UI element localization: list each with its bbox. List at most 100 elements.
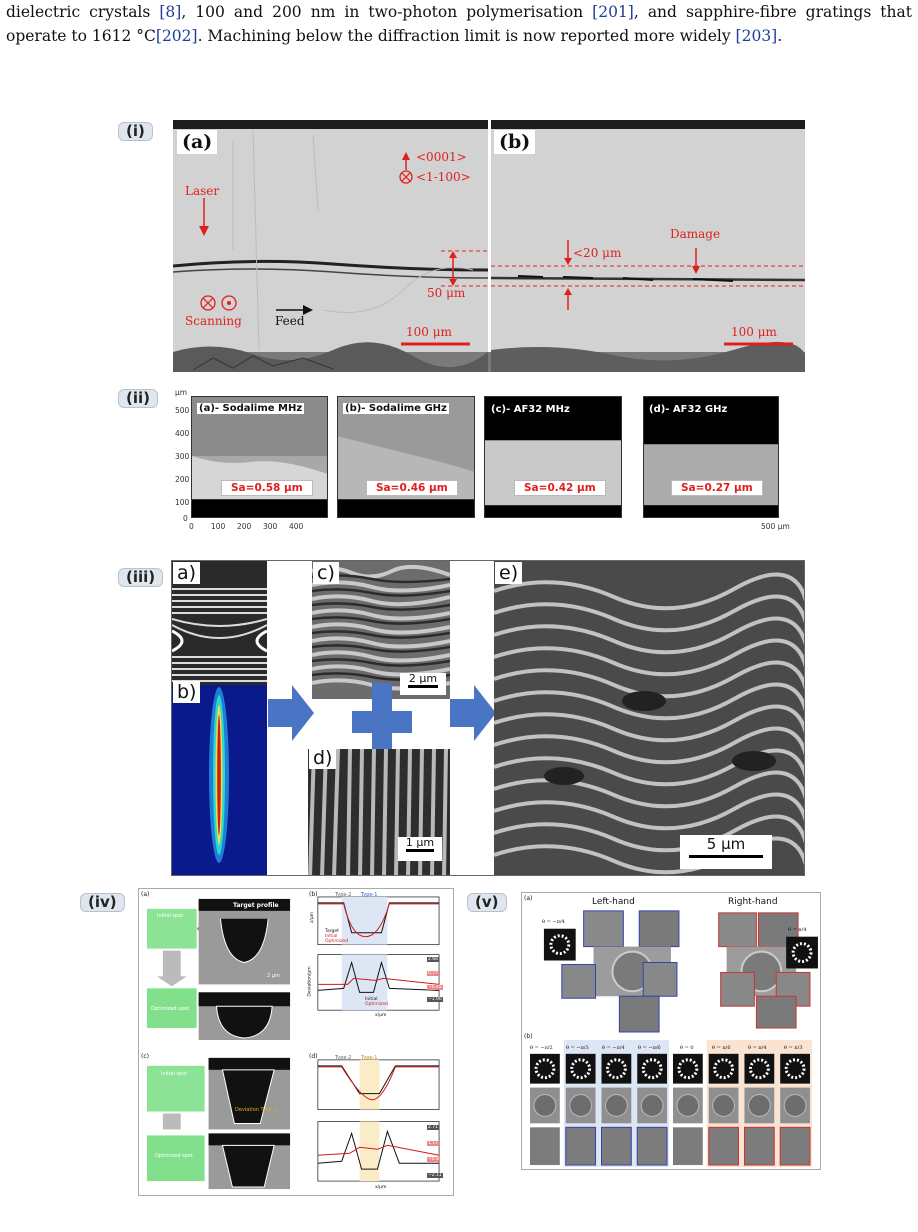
y-tick: 0 [183,514,188,523]
paragraph-text: dielectric crystals [6,3,160,21]
legend-mid: Initial Optimized [365,997,388,1007]
panel-tag-ii: (ii) [118,389,158,408]
scale-bar-label-c: 2 μm [408,672,438,685]
y-tick: 200 [175,475,190,484]
afm-title-c: (c)- AF32 MHz [491,404,570,415]
value-tag: 2.66 [427,957,440,962]
panel-tag-iv: (iv) [80,893,125,912]
scale-bar-label-b: 100 μm [731,325,777,339]
gap-label: <20 μm [573,246,622,260]
y-tick: 500 [175,406,190,415]
theta-label: θ = −π/6 [638,1045,661,1051]
target-profile-label: Target profile [233,902,279,909]
subfigure-label-a: (a) [524,895,533,902]
sem-structure-image-e [494,561,804,875]
afm-image-af32-ghz [643,396,779,518]
legend-top: Target Initial Optimized [325,929,348,944]
subfigure-label-a: a) [173,562,201,584]
sa-value-c: Sa=0.42 μm [514,480,606,496]
value-tag: 2.71 [427,1125,440,1130]
paragraph-text: , 100 and 200 nm in two-photon polymeris… [181,3,593,21]
optimized-spot-label: Optimized spot [151,1006,189,1012]
y-tick: 100 [175,498,190,507]
sa-value-d: Sa=0.27 μm [671,480,763,496]
panel-tag-i: (i) [118,122,153,141]
arrow-right-icon [450,685,496,741]
theta-label: θ = −π/4 [602,1045,625,1051]
theta-label: θ = π/4 [788,927,807,933]
figure-iii: a) b) c) d) e) 2 μm 1 μm 5 μm [171,560,805,876]
value-tag: 1.17 [427,1141,440,1146]
citation-link[interactable]: [203] [735,27,778,45]
value-tag: −0.8 [427,1157,440,1162]
afm-image-af32-mhz [484,396,622,518]
scanning-label: Scanning [185,314,242,328]
type2-label: Type-2 [335,892,352,898]
right-hand-label: Right-hand [728,897,778,907]
type1-label: Type-1 [361,892,378,898]
x-tick: 200 [237,522,252,531]
x-tick: 100 [211,522,226,531]
legend-item: Optimized [365,1002,389,1007]
citation-link[interactable]: [202] [155,27,198,45]
initial-spot-label: Initial spot [157,913,184,919]
y-axis-label: z/μm [310,911,316,924]
afm-title-a: (a)- Sodalime MHz [197,403,305,414]
legend-item: Target [325,929,339,934]
subfigure-label-b: (b) [494,130,536,154]
axis-unit-label: μm [175,388,188,397]
focal-spot-image [172,685,267,875]
subfigure-label-b: b) [173,681,201,703]
theta-label: θ = −π/3 [566,1045,589,1051]
citation-link[interactable]: [201] [592,3,634,21]
scale-bar-label-a: 100 μm [406,325,452,339]
x-tick: 300 [263,522,278,531]
subfigure-label-d: d) [309,747,337,769]
feed-label: Feed [275,314,305,328]
subfigure-label-a: (a) [141,891,150,898]
sem-crosssection-image [173,120,805,372]
paragraph-text: . [777,27,783,45]
scale-bar-c: 2 μm [400,673,446,695]
theta-label: θ = 0 [680,1045,694,1051]
body-paragraph: dielectric crystals [8], 100 and 200 nm … [6,0,912,48]
scale-bar-e: 5 μm [680,835,772,869]
deviation-type-label: Deviation Type-1 [235,1107,277,1113]
legend-item: Optimized [325,939,349,944]
theta-label: θ = π/3 [784,1045,803,1051]
afm-title-b: (b)- Sodalime GHz [343,403,449,414]
x-tick: 400 [289,522,304,531]
afm-title-d: (d)- AF32 GHz [649,404,728,415]
theta-label: θ = −π/2 [530,1045,553,1051]
arrow-right-icon [268,685,314,741]
scale-bar-d: 1 μm [398,837,442,861]
scale-bar-label-e: 5 μm [706,835,746,853]
subfigure-label-b: (b) [524,1033,533,1040]
paragraph-text: . Machining below the diffraction limit … [197,27,736,45]
theta-label: θ = π/6 [712,1045,731,1051]
x-axis-label: x/μm [375,1185,387,1190]
theta-label: θ = −π/4 [542,919,565,925]
orientation-label-0001: <0001> [416,150,467,164]
panel-tag-v: (v) [467,893,507,912]
scale-bar-label-d: 1 μm [405,836,435,849]
figure-v: (a) (b) Left-hand Right-hand θ = −π/4 θ … [521,892,821,1170]
afm-figure-ii: (a)- Sodalime MHz (b)- Sodalime GHz (c)-… [173,387,805,549]
initial-spot-label-c: Initial spot [161,1071,188,1077]
x-tick: 500 μm [761,522,790,531]
y-axis-label: Deviation/μm [307,966,313,997]
scale-bar-label: 2 μm [267,973,280,979]
depth-label: 50 μm [427,286,466,300]
value-tag: 0.77 [427,971,440,976]
subfigure-label-a: (a) [177,130,218,154]
panel-tag-iii: (iii) [118,568,164,587]
afm-image-sodalime-mhz [191,396,328,518]
afm-image-sodalime-ghz [337,396,475,518]
x-tick: 0 [189,522,194,531]
plus-icon [352,683,412,775]
citation-link[interactable]: [8] [159,3,182,21]
legend-item: Initial [325,934,338,939]
paragraph-text: , and sapphire-fibre gratings that opera… [6,3,912,45]
figure-iv: (a) (b) (c) (d) Target profile Initial s… [138,888,454,1196]
value-tag: −1.00 [427,997,443,1002]
